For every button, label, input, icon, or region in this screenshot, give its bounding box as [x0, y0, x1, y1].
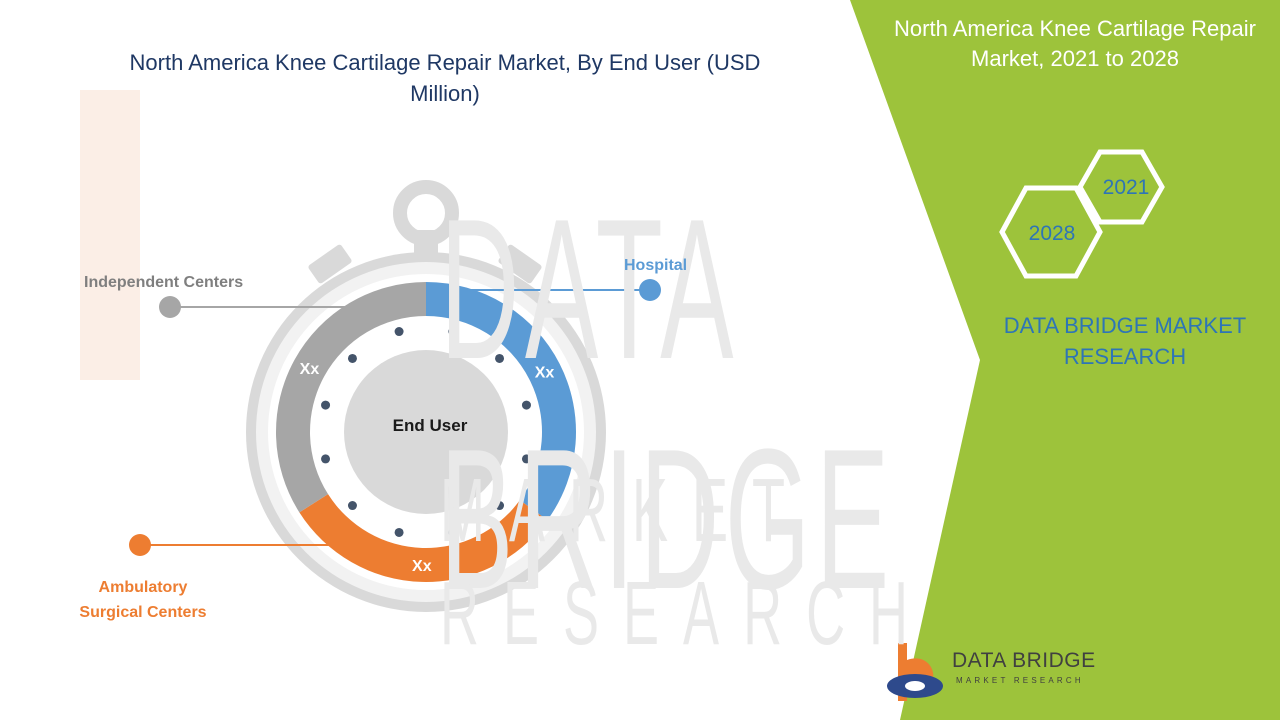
tick-dot	[448, 327, 458, 337]
segment-hospital	[426, 282, 576, 521]
tick-dot	[321, 400, 331, 410]
tick-dot	[448, 527, 458, 537]
logo-tagline: MARKET RESEARCH	[956, 676, 1084, 685]
hexagon-2021	[1077, 149, 1165, 225]
year-start-text: 2021	[1103, 176, 1150, 199]
tick-dot	[347, 353, 357, 363]
value-label-ambulatory: Xx	[412, 558, 432, 575]
panel-title: North America Knee Cartilage Repair Mark…	[894, 16, 1256, 71]
tick-dot	[394, 327, 404, 337]
tick-dot	[347, 501, 357, 511]
segments	[276, 282, 576, 582]
tick-dot	[521, 400, 531, 410]
legend-label-ambulatory: Ambulatory Surgical Centers	[79, 579, 207, 621]
watermark-logo-shape	[80, 90, 140, 380]
legend-label-independent: Independent Centers	[84, 274, 244, 291]
brand-name: DATA BRIDGE MARKET RESEARCH	[1003, 313, 1247, 369]
legend-label-hospital: Hospital	[624, 257, 688, 274]
tick-dot	[495, 501, 505, 511]
tick-dot	[521, 454, 531, 464]
value-label-hospital: Xx	[535, 365, 555, 382]
stopwatch-left-button	[308, 244, 352, 284]
center-label: End User	[392, 416, 468, 435]
tick-dot	[321, 454, 331, 464]
chart-title: North America Knee Cartilage Repair Mark…	[129, 50, 761, 106]
logo-name: DATA BRIDGE	[952, 649, 1096, 672]
ambulatory-marker	[129, 534, 151, 556]
tick-dot	[495, 353, 505, 363]
tick-dot	[394, 527, 404, 537]
segment-independent	[276, 282, 426, 513]
stopwatch-stem	[414, 230, 438, 254]
value-label-independent: Xx	[300, 361, 320, 378]
green-panel	[850, 0, 1280, 720]
independent-marker	[159, 296, 181, 318]
hexagon-2028	[999, 185, 1103, 279]
year-end-text: 2028	[1029, 222, 1076, 245]
hospital-marker	[639, 279, 661, 301]
logo-mark	[887, 643, 943, 701]
segment-ambulatory	[299, 494, 548, 582]
tick-dots	[321, 327, 531, 537]
center-disc	[344, 350, 508, 514]
stopwatch-right-button	[498, 244, 542, 284]
